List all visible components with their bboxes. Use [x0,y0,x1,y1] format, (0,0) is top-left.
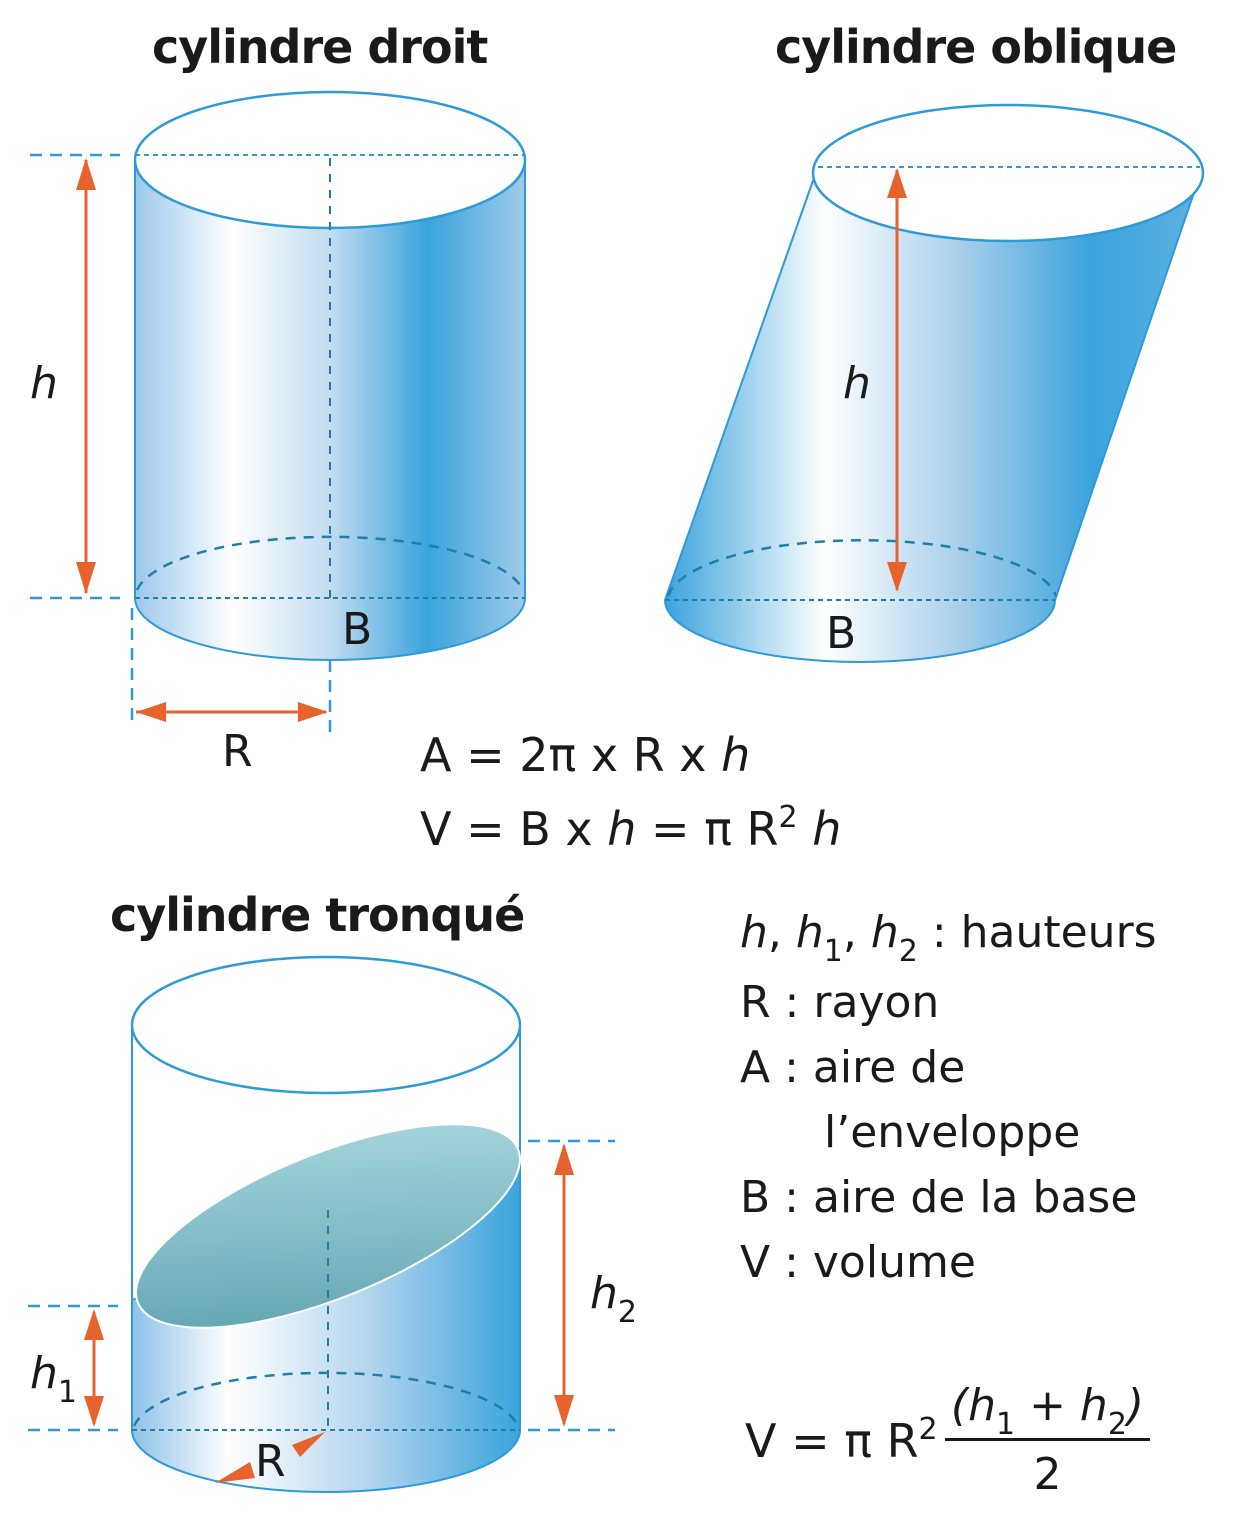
area-formula-h: h [721,728,751,782]
num-h2: h [1079,1380,1108,1431]
fraction-numerator: (h1 + h2) [945,1380,1150,1442]
title-truncated-cylinder: cylindre tronqué [110,888,525,942]
volume-formula: V = B x h = π R2 h [420,803,841,853]
legend-h: h [740,907,768,958]
legend-row-radius: R : rayon [740,977,940,1028]
legend: h, h1, h2 : hauteurs R : rayon A : aire … [740,900,1157,1295]
oblique-cylinder-shape [663,103,1205,663]
legend-row-base: B : aire de la base [740,1172,1138,1223]
legend-row-area: A : aire de [740,1042,966,1093]
legend-row-heights: h, h1, h2 : hauteurs [740,900,1157,970]
legend-sep: , [767,907,796,958]
truncated-h2-arrow [554,1143,574,1427]
paren-open: ( [950,1380,969,1431]
title-right-cylinder: cylindre droit [152,20,488,74]
oblique-cylinder-base-label: B [826,608,857,659]
truncated-h2-label: h2 [590,1272,637,1328]
title-oblique-cylinder: cylindre oblique [775,20,1177,74]
h2-letter: h [590,1268,618,1319]
truncated-volume-lhs: V = π R [745,1414,919,1468]
legend-row-volume: V : volume [740,1237,976,1288]
right-cylinder-height-label: h [30,358,58,409]
paren-close: ) [1126,1380,1145,1431]
volume-formula-exponent: 2 [778,800,798,835]
right-cylinder-base-label: B [342,604,373,655]
volume-formula-tail-h: h [797,802,842,856]
legend-h2-sub: 2 [898,934,918,969]
right-cylinder-radius-arrow [136,702,328,722]
truncated-volume-exponent: 2 [918,1412,938,1447]
legend-heights-desc: : hauteurs [917,907,1157,958]
fraction-denominator: 2 [1033,1449,1062,1500]
num-h2-sub: 2 [1107,1407,1127,1442]
truncated-volume-fraction: (h1 + h2) 2 [945,1380,1150,1500]
truncated-radius-arrow [215,1432,325,1483]
right-cylinder-radius-label: R [222,726,253,777]
right-cylinder-shape [30,90,527,735]
legend-h1: h [795,907,824,958]
truncated-cylinder-shape [28,955,615,1493]
area-formula: A = 2π x R x h [420,732,750,778]
legend-row-area-cont: l’enveloppe [824,1107,1081,1158]
fraction-bar [945,1438,1150,1441]
oblique-cylinder-height-arrow [887,168,907,592]
area-formula-lhs: A = 2π x R x [420,728,722,782]
volume-formula-mid: = π R [636,802,779,856]
truncated-radius-label: R [255,1436,286,1487]
h1-letter: h [30,1348,58,1399]
truncated-h1-label: h1 [30,1352,77,1408]
legend-sep: , [842,907,871,958]
right-cylinder-height-arrow [76,158,96,594]
num-plus: + [1015,1380,1080,1431]
truncated-h1-arrow [84,1309,104,1427]
num-h1-sub: 1 [995,1407,1016,1442]
truncated-volume-formula-lhs: V = π R2 [745,1415,938,1465]
h1-subscript: 1 [57,1375,77,1410]
h2-subscript: 2 [617,1295,637,1330]
legend-h1-sub: 1 [823,934,843,969]
oblique-cylinder-height-label: h [843,358,871,409]
volume-formula-h: h [607,802,637,856]
legend-h2: h [870,907,899,958]
volume-formula-lhs: V = B x [420,802,608,856]
num-h1: h [968,1380,996,1431]
